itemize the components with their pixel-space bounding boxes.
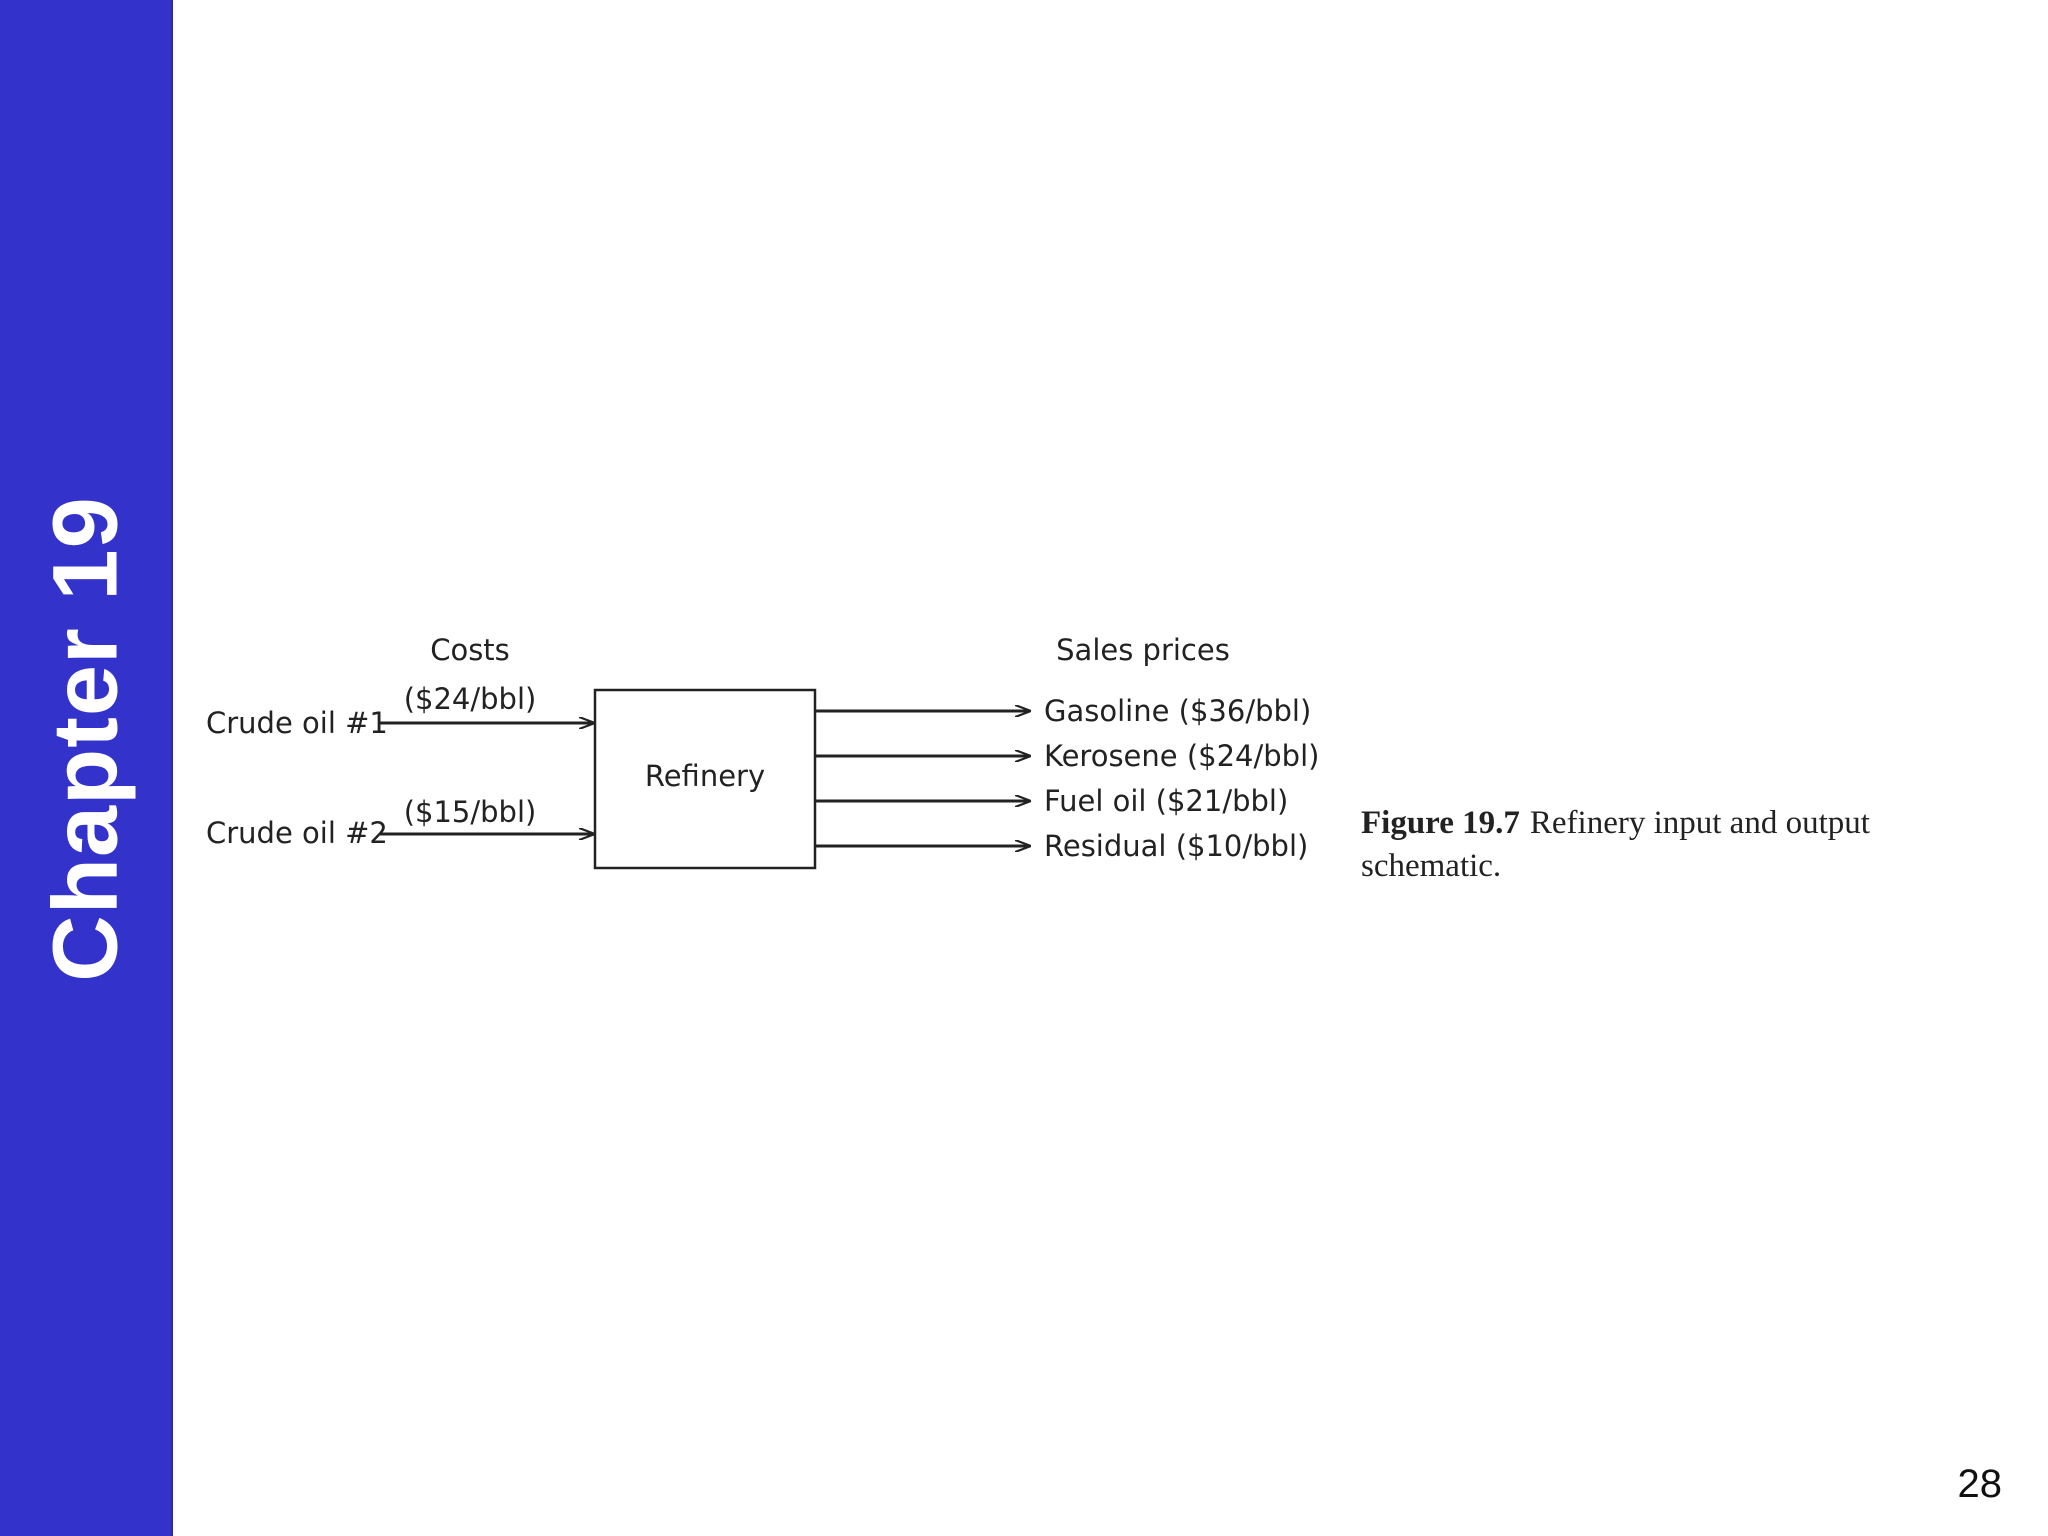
- output-label-gasoline: Gasoline ($36/bbl): [1044, 694, 1311, 728]
- refinery-box: [593, 688, 817, 870]
- costs-header: Costs: [430, 633, 510, 667]
- figure-number: Figure 19.7: [1361, 805, 1520, 841]
- chapter-sidebar: Chapter 19: [0, 0, 173, 1536]
- input-label-crude-oil-2: Crude oil #2: [206, 816, 388, 850]
- input-label-crude-oil-1: Crude oil #1: [206, 706, 388, 740]
- figure-caption-text: Refinery input and output schematic.: [1361, 805, 1870, 884]
- input-cost-crude-oil-2: ($15/bbl): [404, 795, 537, 829]
- page-number: 28: [1957, 1462, 2003, 1506]
- refinery-label: Refinery: [645, 759, 765, 793]
- sales-prices-header: Sales prices: [1056, 633, 1230, 667]
- output-label-fuel-oil: Fuel oil ($21/bbl): [1044, 784, 1288, 818]
- output-label-kerosene: Kerosene ($24/bbl): [1044, 739, 1319, 773]
- input-cost-crude-oil-1: ($24/bbl): [404, 682, 537, 716]
- output-label-residual: Residual ($10/bbl): [1044, 829, 1308, 863]
